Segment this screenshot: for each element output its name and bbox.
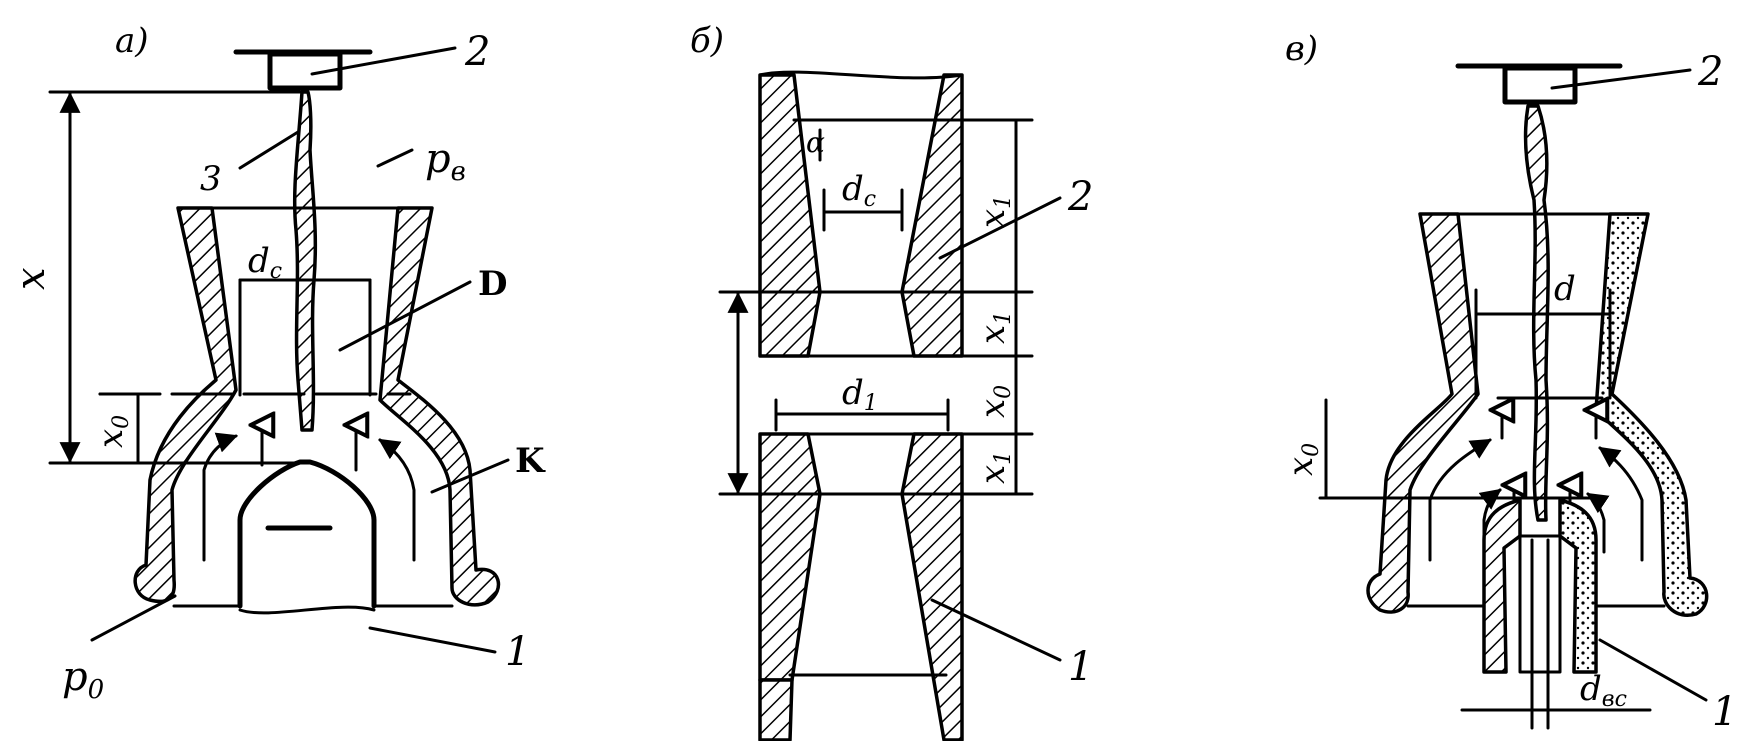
upper-top-break xyxy=(758,70,964,80)
label-x0-v: x0 xyxy=(1281,443,1324,476)
callout-1: 1 xyxy=(505,629,530,675)
label-x1c: x1 xyxy=(973,451,1016,484)
lower-nozzle-wall-left xyxy=(758,432,822,682)
panel-b-tag: б) xyxy=(690,21,724,61)
p0-leader xyxy=(90,594,177,642)
flow-arrow-4 xyxy=(378,438,416,562)
callout-line-1-b xyxy=(930,598,1062,662)
panel-a-tag: а) xyxy=(115,21,149,61)
callout-3: 3 xyxy=(200,159,222,199)
label-dc: dc xyxy=(248,241,282,284)
label-x1a: x1 xyxy=(973,195,1016,228)
callout-line-1-v xyxy=(1598,638,1708,702)
nozzle-v-wall-right xyxy=(1594,212,1709,618)
pb-tick xyxy=(376,148,414,168)
callout-line-2-b xyxy=(938,196,1062,260)
lower-nozzle-wall-right xyxy=(900,432,964,741)
label-K: K xyxy=(515,441,546,481)
flow-arrow-v-5 xyxy=(1478,488,1502,554)
nozzle-wall-left xyxy=(133,206,238,604)
holder-2 xyxy=(233,49,373,91)
callout-line-2 xyxy=(310,46,457,76)
K-callout-line xyxy=(430,458,510,494)
callout-2-b: 2 xyxy=(1067,174,1093,220)
label-x1b: x1 xyxy=(973,311,1016,344)
label-p0: p0 xyxy=(62,654,104,705)
label-d1: d1 xyxy=(842,373,878,416)
central-body-base xyxy=(238,605,376,615)
callout-2-v: 2 xyxy=(1697,49,1723,95)
jet-stream-3 xyxy=(292,90,318,432)
inner-tube-bore xyxy=(1518,534,1562,674)
panel-b: б) α dc 2 x1 x1 x0 x1 xyxy=(690,21,1093,741)
panel-v: в) 2 d x0 xyxy=(1281,29,1737,735)
callout-line-1 xyxy=(368,626,497,654)
label-d-v: d xyxy=(1554,269,1576,309)
label-x0: x0 xyxy=(91,415,134,448)
panel-v-tag: в) xyxy=(1285,29,1318,69)
label-dbc: dвс xyxy=(1580,669,1627,712)
label-pb: pв xyxy=(425,136,466,187)
central-body-1 xyxy=(237,459,377,609)
flow-arrow-1 xyxy=(202,432,238,562)
label-alpha: α xyxy=(806,126,825,159)
callout-1-v: 1 xyxy=(1712,689,1737,735)
label-x0b: x0 xyxy=(973,385,1016,418)
label-x: x xyxy=(8,267,54,290)
upper-nozzle-wall-left xyxy=(758,73,822,358)
label-D: D xyxy=(478,264,507,304)
lower-nozzle-wall-left-2 xyxy=(758,678,794,741)
callout-1-b: 1 xyxy=(1068,644,1093,690)
callout-line-3 xyxy=(238,130,300,170)
flow-arrow-v-8 xyxy=(1586,492,1610,554)
callout-line-2-v xyxy=(1550,68,1692,90)
nozzle-wall-right xyxy=(378,206,501,607)
inner-tube-left xyxy=(1482,498,1522,674)
panel-a: а) 2 3 pв 1 d xyxy=(8,21,546,705)
flow-arrow-v-4 xyxy=(1598,446,1644,562)
inner-tube-right xyxy=(1558,498,1598,674)
flow-arrow-v-1 xyxy=(1428,438,1492,562)
nozzle-v-wall-left xyxy=(1366,212,1480,614)
upper-nozzle-wall-right xyxy=(900,73,964,358)
callout-2: 2 xyxy=(464,29,490,75)
D-callout-line xyxy=(338,280,472,352)
label-dc-b: dc xyxy=(842,169,876,212)
